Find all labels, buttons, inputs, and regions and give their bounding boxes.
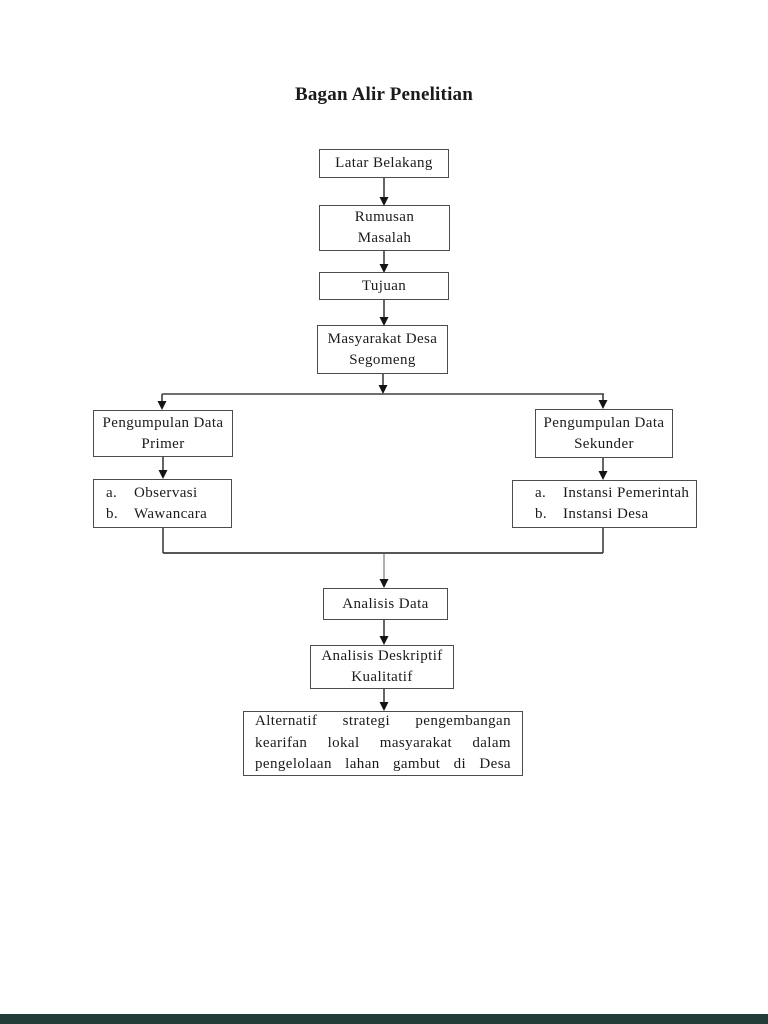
arrow-heads [157, 197, 608, 711]
flow-box-sekunder-items: a. Instansi Pemerintah b. Instansi Desa [512, 480, 697, 528]
list-marker: a. [535, 485, 547, 501]
list-marker: a. [106, 484, 118, 501]
box-label: Masalah [357, 230, 412, 246]
flow-box-latar-belakang: Latar Belakang [319, 149, 449, 178]
list-item: b. Wawancara [106, 504, 231, 525]
box-label: Rumusan [354, 209, 415, 225]
box-label: Segomeng [349, 351, 416, 368]
flow-box-rumusan-masalah: Rumusan Masalah [319, 205, 450, 251]
box-label: Kualitatif [351, 669, 413, 685]
box-label: Pengumpulan Data [543, 414, 665, 431]
list-marker: b. [106, 505, 119, 522]
box-label: Pengumpulan Data [102, 414, 224, 431]
flow-box-tujuan: Tujuan [319, 272, 449, 300]
box-label: Alternatif strategi pengembangan [255, 713, 511, 730]
flow-box-analisis-deskriptif: Analisis Deskriptif Kualitatif [310, 645, 454, 689]
list-item: a. Instansi Pemerintah [535, 483, 696, 504]
list-item-label: Wawancara [134, 505, 208, 522]
list-item: a. Observasi [106, 483, 231, 504]
flow-box-masyarakat-desa: Masyarakat Desa Segomeng [317, 325, 448, 374]
flow-box-analisis-data: Analisis Data [323, 588, 448, 620]
flow-box-primer-items: a. Observasi b. Wawancara [93, 479, 232, 528]
list-item-label: Instansi Pemerintah [563, 485, 690, 501]
flow-box-hasil-alternatif-strategi: Alternatif strategi pengembangan kearifa… [243, 711, 523, 776]
box-label: pengelolaan lahan gambut di Desa [255, 756, 511, 773]
box-label: Sekunder [574, 435, 634, 452]
box-label: Masyarakat Desa [327, 330, 438, 347]
flow-box-pengumpulan-data-primer: Pengumpulan Data Primer [93, 410, 233, 457]
box-label: Analisis Deskriptif [321, 648, 443, 664]
list-item-label: Instansi Desa [563, 506, 649, 522]
list-item-label: Observasi [134, 484, 198, 501]
page-title: Bagan Alir Penelitian [294, 84, 474, 105]
box-label: Primer [141, 435, 185, 452]
page-footer-bar [0, 1014, 768, 1024]
list-item: b. Instansi Desa [535, 504, 696, 525]
box-label: kearifan lokal masyarakat dalam [255, 734, 511, 751]
box-label: Analisis Data [342, 595, 429, 612]
flow-box-pengumpulan-data-sekunder: Pengumpulan Data Sekunder [535, 409, 673, 458]
box-label: Tujuan [361, 277, 407, 294]
list-marker: b. [535, 506, 548, 522]
box-label: Latar Belakang [335, 155, 433, 171]
